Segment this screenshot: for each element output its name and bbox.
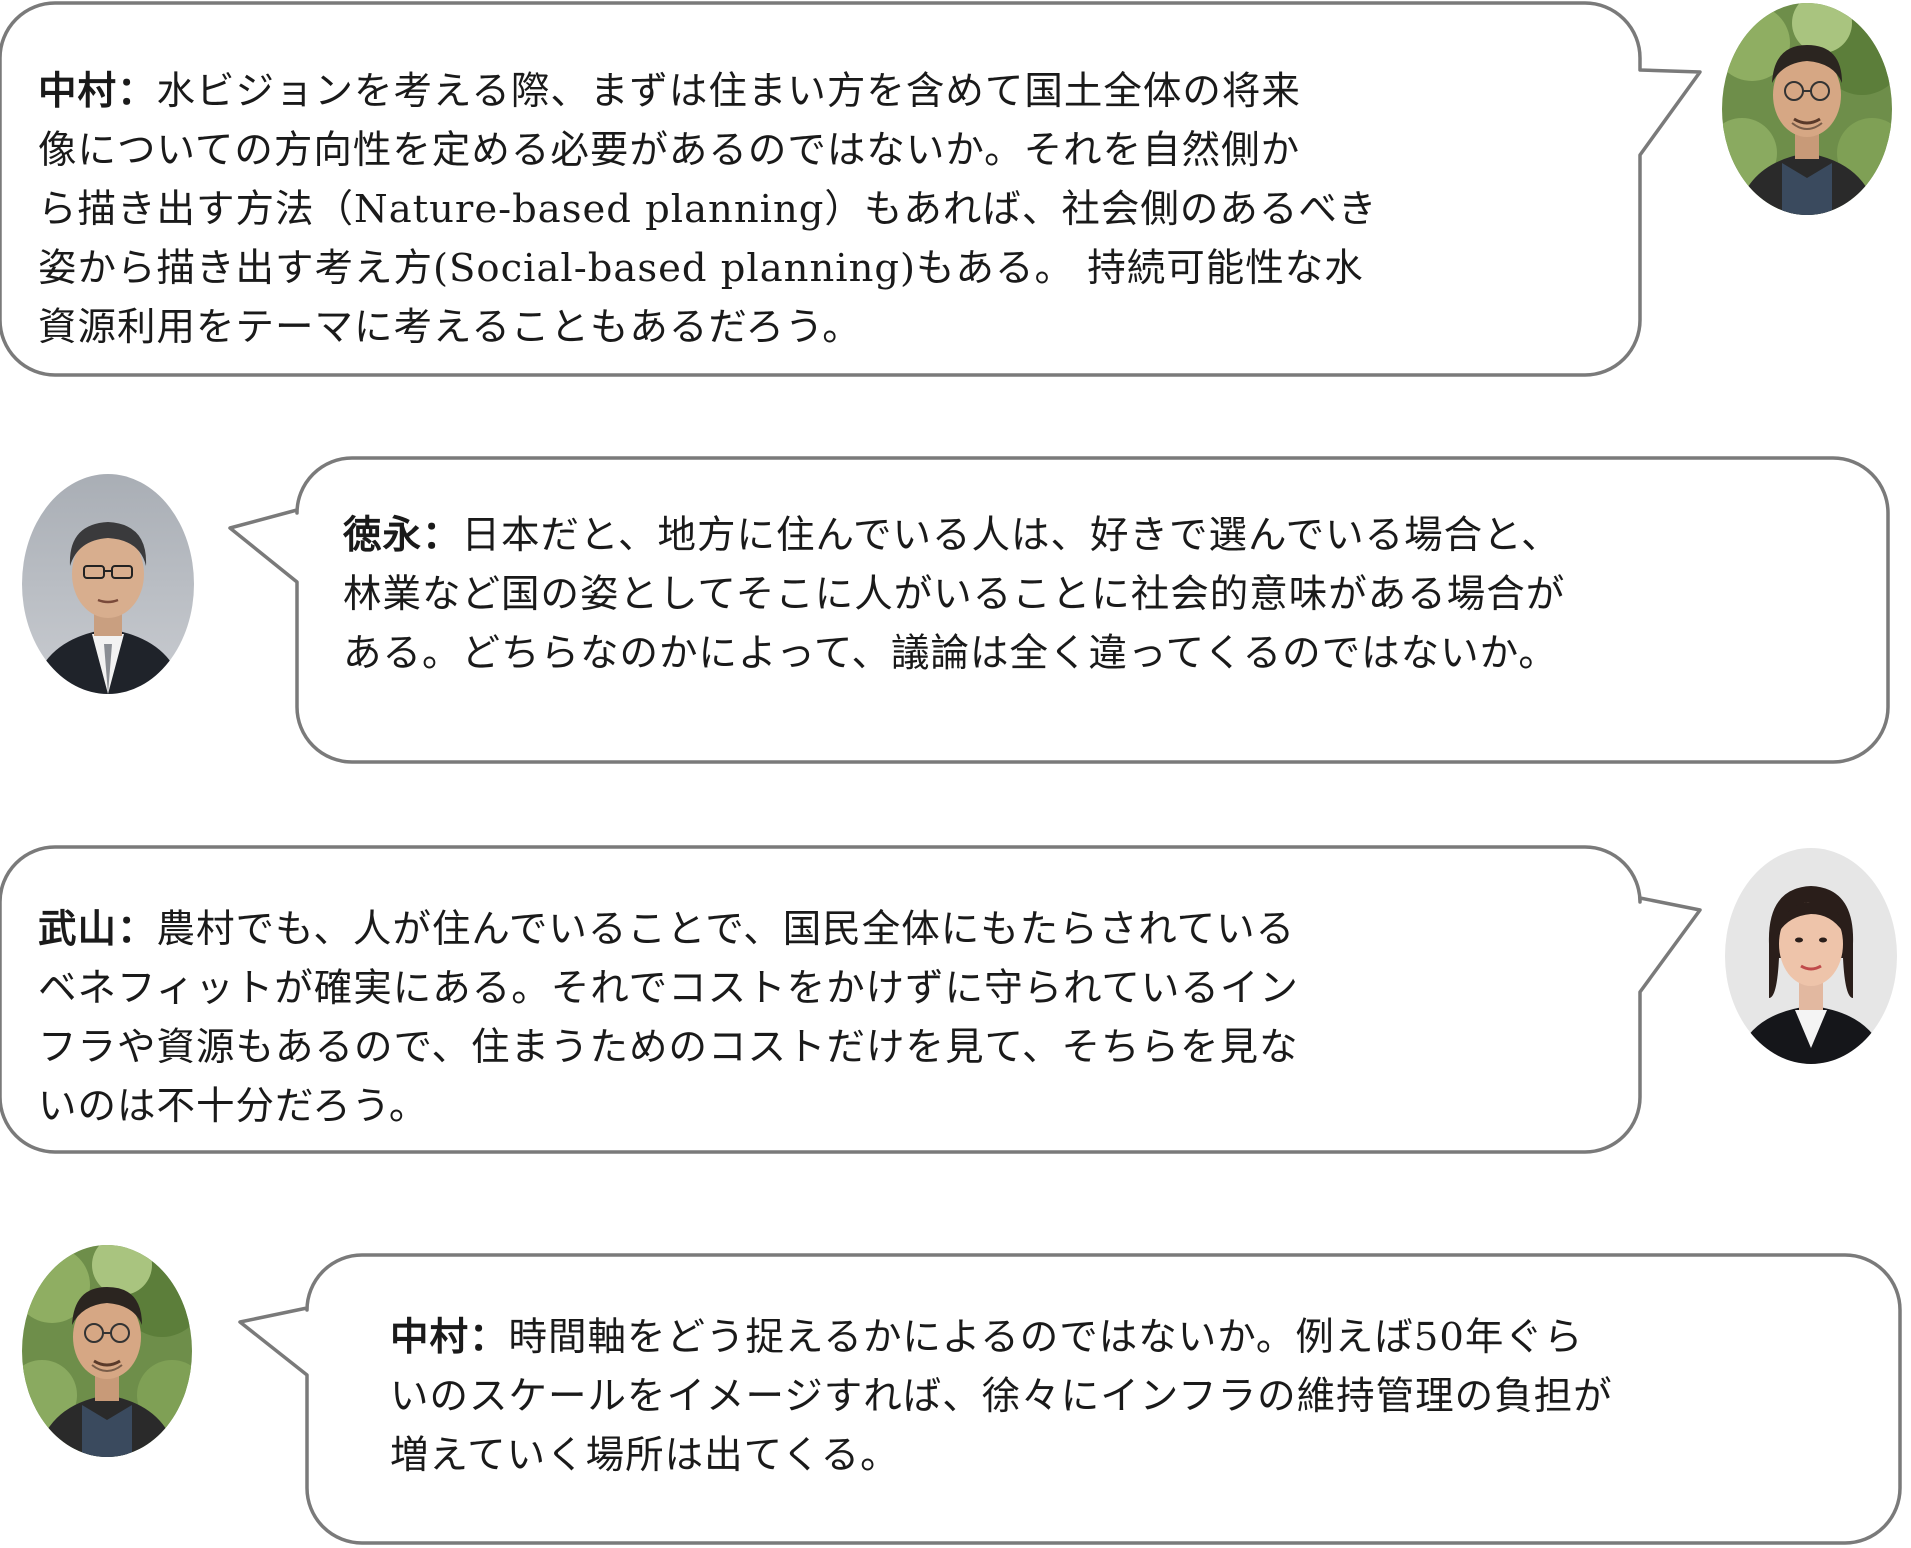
speech-text: 日本だと、地方に住んでいる人は、好きで選んでいる場合と、 <box>461 513 1561 558</box>
speaker-name: 武山： <box>38 907 157 952</box>
speech-bubble-4: 中村：時間軸をどう捉えるかによるのではないか。例えば50年ぐら いのスケールをイ… <box>390 1308 1613 1485</box>
portrait-image <box>22 1245 192 1457</box>
speech-bubble-3: 武山：農村でも、人が住んでいることで、国民全体にもたらされている ベネフィットが… <box>38 900 1299 1136</box>
speech-line: フラや資源もあるので、住まうためのコストだけを見て、そちらを見な <box>38 1025 1299 1070</box>
speech-line: 像についての方向性を定める必要があるのではないか。それを自然側か <box>38 128 1301 173</box>
speech-text: 農村でも、人が住んでいることで、国民全体にもたらされている <box>156 907 1296 952</box>
speech-line: 姿から描き出す考え方(Social-based planning)もある。 持続… <box>38 246 1364 291</box>
speaker-name: 中村： <box>390 1315 509 1360</box>
speaker-name: 徳永： <box>343 513 462 558</box>
speech-line: いのは不十分だろう。 <box>38 1084 429 1129</box>
speech-bubble-1: 中村：水ビジョンを考える際、まずは住まい方を含めて国土全体の将来 像についての方… <box>38 62 1377 357</box>
speech-line: 武山：農村でも、人が住んでいることで、国民全体にもたらされている <box>38 900 1299 959</box>
speech-bubble-2: 徳永：日本だと、地方に住んでいる人は、好きで選んでいる場合と、 林業など国の姿と… <box>343 506 1565 683</box>
speaker-avatar-tokunaga <box>22 474 194 694</box>
speaker-name: 中村： <box>38 69 157 114</box>
speech-line: 中村：水ビジョンを考える際、まずは住まい方を含めて国土全体の将来 <box>38 62 1377 121</box>
speech-line: ある。どちらなのかによって、議論は全く違ってくるのではないか。 <box>343 631 1558 676</box>
portrait-image <box>1725 848 1897 1064</box>
portrait-image <box>22 474 194 694</box>
speech-line: 徳永：日本だと、地方に住んでいる人は、好きで選んでいる場合と、 <box>343 506 1565 565</box>
speech-line: ベネフィットが確実にある。それでコストをかけずに守られているイン <box>38 966 1299 1011</box>
speech-line: いのスケールをイメージすれば、徐々にインフラの維持管理の負担が <box>390 1374 1613 1419</box>
speech-text: 時間軸をどう捉えるかによるのではないか。例えば50年ぐら <box>508 1315 1584 1360</box>
speech-line: 林業など国の姿としてそこに人がいることに社会的意味がある場合が <box>343 572 1566 617</box>
speech-line: 増えていく場所は出てくる。 <box>390 1433 900 1478</box>
speech-text: 水ビジョンを考える際、まずは住まい方を含めて国土全体の将来 <box>156 69 1301 114</box>
speech-line: 中村：時間軸をどう捉えるかによるのではないか。例えば50年ぐら <box>390 1308 1613 1367</box>
portrait-image <box>1722 3 1892 215</box>
speech-line: 資源利用をテーマに考えることもあるだろう。 <box>38 305 862 350</box>
speaker-avatar-nakamura-2 <box>22 1245 192 1457</box>
speaker-avatar-takeyama <box>1725 848 1897 1064</box>
speech-line: ら描き出す方法（Nature-based planning）もあれば、社会側のあ… <box>38 187 1378 232</box>
speaker-avatar-nakamura <box>1722 3 1892 215</box>
